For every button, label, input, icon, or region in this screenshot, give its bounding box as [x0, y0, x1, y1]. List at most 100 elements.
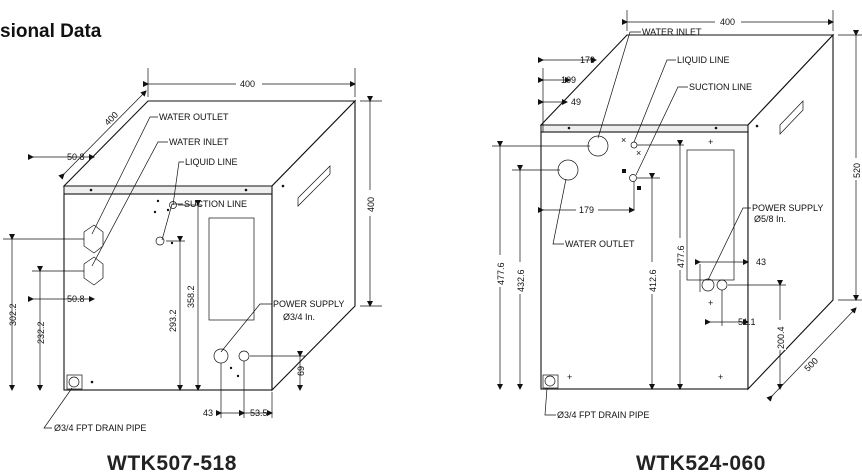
left-screw-dot: [236, 374, 240, 378]
left-drain-frame: [66, 374, 83, 390]
right-water-inlet-leader: [597, 31, 641, 139]
right-control-panel: [686, 149, 735, 281]
right-d109-value: 109: [561, 75, 576, 85]
section-heading: sional Data: [0, 21, 102, 42]
right-mark-sq: [637, 186, 641, 190]
right-width-gap: [715, 16, 741, 28]
right-model-caption: WTK524-060: [636, 452, 766, 475]
right-screw-dot: [714, 126, 718, 130]
right-d51-value: 51.1: [738, 317, 756, 327]
right-h477-left-value: 477.6: [496, 262, 506, 285]
left-screw-dot: [170, 241, 174, 245]
right-d49-value: 49: [571, 97, 581, 107]
right-h477-mid-value: 477.6: [676, 245, 686, 268]
right-water-inlet-label: WATER INLET: [642, 27, 702, 37]
right-h477-mid-gap: [674, 238, 686, 270]
left-water-inlet-fitting: [83, 256, 104, 286]
right-mark-x: ×: [621, 135, 626, 145]
left-dim-50-8-bottom-value: 50.8: [67, 294, 85, 304]
right-side-face: [747, 33, 834, 391]
left-power-supply-label: POWER SUPPLY: [273, 299, 344, 309]
left-screw-dot: [89, 188, 93, 192]
left-unit-drawing: WATER OUTLET WATER INLET LIQUID LINE SUC…: [3, 68, 382, 433]
left-control-panel: [208, 217, 255, 321]
left-depth-value: 400: [102, 110, 120, 128]
right-mark-plus: +: [708, 137, 713, 147]
left-suction-line-label: SUCTION LINE: [184, 199, 247, 209]
right-power-supply-label: POWER SUPPLY: [752, 203, 823, 213]
left-d53-value: 53.5: [250, 408, 268, 418]
right-unit-drawing: × × + + + + WATER INLET LIQUID LINE SUCT…: [492, 10, 862, 420]
left-liquid-line-leader: [172, 161, 184, 206]
left-screw-dot: [229, 366, 233, 370]
left-front-face: [63, 193, 273, 391]
right-drain-label: Ø3/4 FPT DRAIN PIPE: [557, 410, 649, 420]
left-water-outlet-leader: [91, 116, 158, 235]
left-width-value: 400: [240, 79, 255, 89]
left-width-gap: [236, 78, 262, 90]
right-drain-pipe: [544, 375, 556, 387]
right-mark-sq: [622, 169, 626, 173]
right-front-face: [540, 131, 749, 390]
right-height-value: 520: [852, 163, 862, 178]
left-drain-pipe: [68, 376, 80, 388]
left-vent-slot: [297, 165, 331, 207]
right-h412-gap: [646, 262, 658, 294]
right-water-outlet-label: WATER OUTLET: [565, 239, 635, 249]
left-drain-leader: [43, 387, 73, 429]
left-liquid-line-port: [169, 201, 177, 209]
left-screw-dot: [90, 380, 94, 384]
left-h293-value: 293.2: [168, 309, 178, 332]
right-depth-dim: [766, 307, 857, 402]
right-d179-mid-value: 179: [579, 205, 594, 215]
right-suction-line-leader: [635, 86, 688, 176]
right-screw-dot: [567, 126, 571, 130]
left-h358-value: 358.2: [186, 285, 196, 308]
right-mark-plus: +: [718, 372, 723, 382]
right-liquid-line-label: LIQUID LINE: [677, 55, 730, 65]
left-side-face: [271, 99, 356, 392]
right-drain-frame: [542, 374, 559, 389]
right-screw-dot: [755, 124, 759, 128]
right-d179-mid-gap: [576, 204, 598, 216]
right-power-size-label: Ø5/8 In.: [754, 214, 786, 224]
left-d43-value: 43: [203, 408, 213, 418]
left-screw-dot: [244, 188, 248, 192]
left-dim-50-8-top-value: 50.8: [67, 152, 85, 162]
right-vent-slot: [779, 100, 804, 135]
left-drain-label: Ø3/4 FPT DRAIN PIPE: [54, 423, 146, 433]
left-suction-line-port: [155, 236, 165, 246]
left-model-caption: WTK507-518: [107, 452, 237, 475]
right-h200-gap: [774, 320, 786, 350]
left-depth-dim: [58, 90, 147, 180]
right-h477-left-gap: [494, 255, 506, 287]
right-h432-value: 432.6: [516, 269, 526, 292]
left-suction-line-leader: [161, 203, 183, 241]
right-mark-plus: +: [708, 298, 713, 308]
right-depth-value: 500: [802, 356, 820, 374]
left-power-supply-leader: [220, 303, 272, 353]
right-width-value: 400: [720, 17, 735, 27]
left-h232-value: 232.2: [36, 321, 46, 344]
right-power-supply-hole: [701, 278, 715, 292]
right-water-outlet-leader: [552, 178, 567, 245]
right-suction-line-port: [629, 174, 637, 182]
left-water-inlet-leader: [91, 141, 168, 267]
left-power-size-label: Ø3/4 In.: [283, 312, 315, 322]
right-liquid-line-leader: [633, 59, 676, 143]
left-h302-value: 302.2: [8, 303, 18, 326]
left-lid-strip: [63, 185, 273, 195]
left-water-outlet-label: WATER OUTLET: [159, 112, 229, 122]
right-d43-value: 43: [756, 257, 766, 267]
right-h412-value: 412.6: [648, 269, 658, 292]
right-height-gap: [850, 158, 862, 180]
right-mark-x: ×: [636, 148, 641, 158]
left-screw-dot: [281, 184, 285, 188]
right-h200-value: 200.4: [776, 326, 786, 349]
right-suction-line-label: SUCTION LINE: [689, 82, 752, 92]
left-height-value: 400: [366, 197, 376, 212]
left-screw-dot: [153, 210, 157, 214]
left-screw-dot: [166, 208, 170, 212]
right-d179-top-value: 179: [580, 55, 595, 65]
